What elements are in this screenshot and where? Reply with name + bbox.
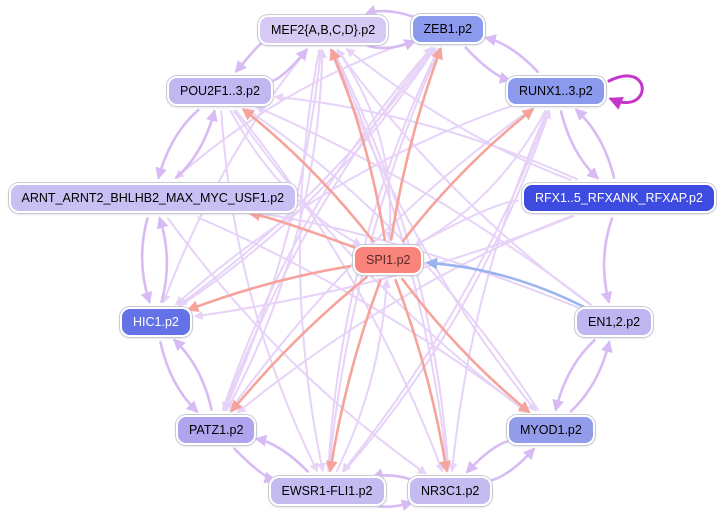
edge-hic1-to-arnt <box>156 216 169 303</box>
node-rfx1[interactable]: RFX1..5_RFXANK_RFXAP.p2 <box>522 182 716 213</box>
edge-arnt-to-pou2f1 <box>174 109 218 179</box>
node-mef2[interactable]: MEF2{A,B,C,D}.p2 <box>258 14 389 45</box>
edge-spi1-to-ewsr1 <box>325 278 382 473</box>
edge-patz1-to-hic1 <box>172 338 213 411</box>
edge-spi1-to-mef2 <box>329 48 387 241</box>
edge-spi1-to-patz1 <box>230 276 368 413</box>
node-zeb1[interactable]: ZEB1.p2 <box>410 13 486 44</box>
edge-runx1-to-spi1 <box>413 110 547 247</box>
edge-mef2-to-myod1 <box>329 49 537 413</box>
node-arnt-complex[interactable]: ARNT_ARNT2_BHLHB2_MAX_MYC_USF1.p2 <box>8 182 298 213</box>
edge-spi1-to-zeb1 <box>389 46 443 241</box>
edge-myod1-to-pou2f1 <box>245 108 540 412</box>
edge-zeb1-to-hic1 <box>177 47 435 307</box>
edge-mef2-to-zeb1 <box>366 39 417 51</box>
edge-nr3c1-to-myod1 <box>489 447 536 482</box>
edge-zeb1-to-patz1 <box>222 47 434 412</box>
node-en12[interactable]: EN1,2.p2 <box>575 306 654 337</box>
edge-rfx1-to-hic1 <box>193 215 575 320</box>
edge-ewsr1-to-spi1 <box>335 278 391 472</box>
edge-en12-to-myod1 <box>552 339 596 412</box>
edge-pou2f1-to-spi1 <box>229 110 363 247</box>
edge-patz1-to-zeb1 <box>221 46 433 411</box>
edge-patz1-to-ewsr1 <box>233 447 277 484</box>
node-hic1[interactable]: HIC1.p2 <box>120 306 192 337</box>
edge-self-loop-runx1 <box>607 74 644 110</box>
node-patz1[interactable]: PATZ1.p2 <box>176 414 257 445</box>
edge-ewsr1-to-runx1 <box>343 109 552 473</box>
edge-spi1-to-arnt <box>248 209 357 250</box>
edge-rfx1-to-en12 <box>600 217 614 304</box>
node-ewsr1-fli1[interactable]: EWSR1-FLI1.p2 <box>268 475 386 506</box>
edge-arnt-to-hic1 <box>140 217 153 305</box>
edge-zeb1-to-arnt <box>174 39 415 179</box>
node-nr3c1[interactable]: NR3C1.p2 <box>408 475 493 506</box>
edge-spi1-to-hic1 <box>186 264 352 312</box>
edge-zeb1-to-mef2 <box>364 4 415 19</box>
edge-rfx1-to-pou2f1 <box>273 92 579 181</box>
edge-spi1-to-runx1 <box>401 108 535 243</box>
edge-runx1-to-rfx1 <box>559 110 600 180</box>
edge-rfx1-to-mef2 <box>345 48 572 181</box>
edge-ewsr1-to-patz1 <box>254 434 310 473</box>
edge-pou2f1-to-mef2 <box>269 48 309 83</box>
node-myod1[interactable]: MYOD1.p2 <box>507 414 595 445</box>
edge-runx1-to-nr3c1 <box>448 110 548 473</box>
edge-mef2-to-hic1 <box>161 49 308 304</box>
edge-hic1-to-patz1 <box>159 341 199 414</box>
edge-pou2f1-to-arnt <box>155 108 200 180</box>
edge-en12-to-spi1 <box>425 257 586 309</box>
node-spi1-center[interactable]: SPI1.p2 <box>353 244 424 275</box>
edge-rfx1-to-spi1 <box>413 199 519 247</box>
edge-pou2f1-to-ewsr1 <box>220 110 318 473</box>
edge-en12-to-mef2 <box>336 48 592 306</box>
edge-pou2f1-to-nr3c1 <box>235 109 444 473</box>
edge-mef2-to-ewsr1 <box>298 49 326 473</box>
edge-mef2-to-spi1 <box>336 49 395 242</box>
edge-myod1-to-en12 <box>569 340 613 413</box>
edge-arnt-to-nr3c1 <box>167 217 427 475</box>
edge-runx1-to-ewsr1 <box>341 110 550 473</box>
edge-spi1-to-nr3c1 <box>394 278 451 473</box>
node-pou2f1[interactable]: POU2F1..3.p2 <box>167 75 273 106</box>
edge-runx1-to-zeb1 <box>483 34 539 73</box>
edge-spi1-to-myod1 <box>401 277 531 414</box>
edge-spi1-to-pou2f1 <box>241 108 375 243</box>
edge-myod1-to-nr3c1 <box>465 439 511 474</box>
edge-rfx1-to-runx1 <box>574 108 616 179</box>
edge-mef2-to-pou2f1 <box>234 39 266 74</box>
edge-arnt-to-myod1 <box>197 216 529 414</box>
edge-mef2-to-patz1 <box>223 49 322 412</box>
node-runx1[interactable]: RUNX1..3.p2 <box>506 75 606 106</box>
edge-hic1-to-zeb1 <box>179 46 437 307</box>
edge-runx1-to-hic1 <box>174 103 517 306</box>
edge-zeb1-to-runx1 <box>464 46 512 84</box>
edge-patz1-to-mef2 <box>225 48 327 412</box>
